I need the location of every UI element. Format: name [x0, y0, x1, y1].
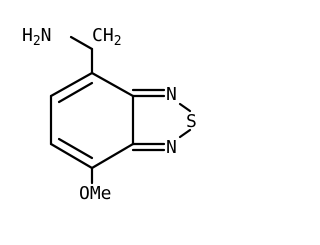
bond-n1-s — [178, 102, 192, 113]
benzene-ring — [49, 71, 135, 170]
ring-nitrogen-bottom-label: N — [166, 137, 177, 158]
methylene-label: CH2 — [92, 25, 122, 49]
bond-c7-c7a — [90, 71, 135, 98]
double-bond-c6-c7 — [57, 81, 94, 104]
bond-c3a-c4 — [90, 142, 135, 170]
bond-c6-c7 — [49, 71, 94, 98]
thiadiazole-ring — [131, 88, 192, 152]
ring-nitrogen-top-label: N — [166, 84, 177, 105]
methoxy-label: OMe — [79, 183, 112, 204]
amine-label: H2N — [22, 25, 52, 49]
bond-s-n3 — [178, 128, 192, 139]
chemical-structure-diagram: H2N CH2 N S N OMe — [22, 25, 197, 204]
bond-c4-c5 — [49, 142, 94, 170]
sulfur-label: S — [186, 111, 197, 132]
double-bond-c4-c5 — [57, 137, 94, 160]
bond-ch2-nh2 — [69, 35, 94, 51]
